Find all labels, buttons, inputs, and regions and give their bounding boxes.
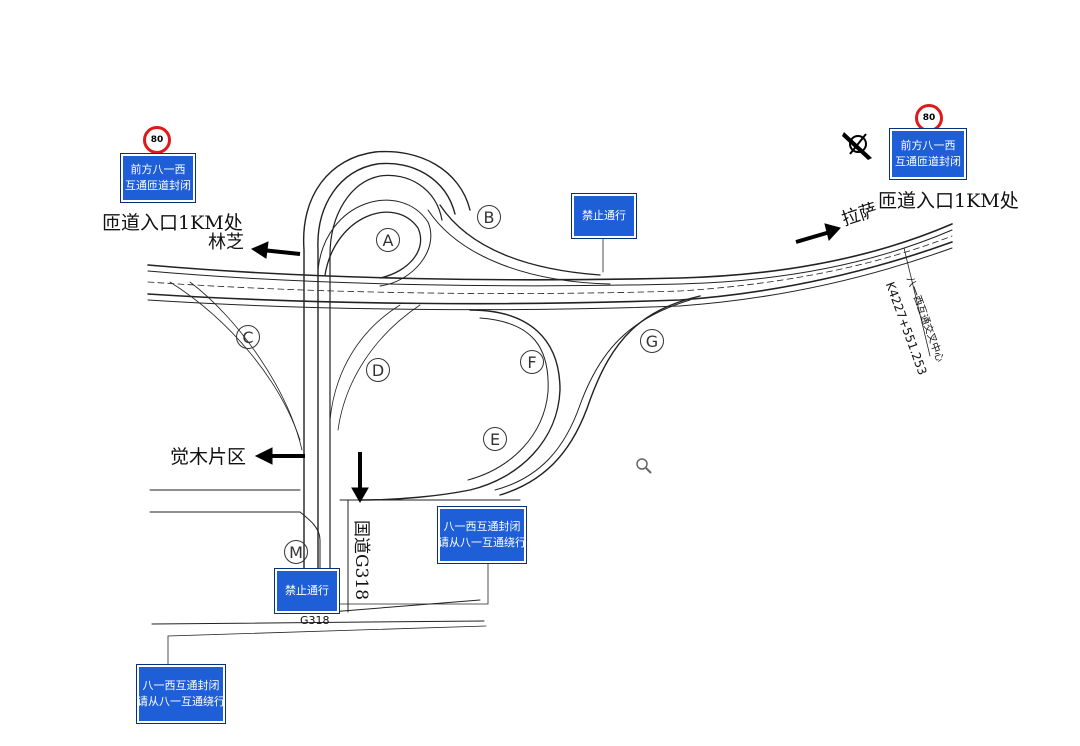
vertical-road — [329, 174, 443, 601]
ramp-f-loop — [467, 317, 549, 481]
sign-line: 请从八一互通绕行 — [438, 536, 526, 549]
sign-leader — [329, 563, 489, 605]
sign-line: 请从八一互通绕行 — [137, 695, 225, 708]
sign-leader — [167, 625, 487, 665]
ramp-g — [499, 295, 701, 496]
north-compass-icon — [842, 132, 872, 160]
speed-limit-sign: 80 — [915, 104, 943, 132]
ramp-b — [439, 204, 601, 276]
sign-line: 前方八一西 — [130, 163, 186, 176]
arrow-down-icon — [351, 487, 369, 504]
speed-limit-sign: 80 — [143, 126, 171, 154]
ramp-label-g: G — [640, 329, 664, 353]
ramp-d — [337, 304, 421, 431]
arrow-left-icon — [254, 447, 273, 465]
mainline-road-edge — [147, 229, 953, 287]
arrow-right-icon — [824, 223, 841, 242]
mainline-road-edge — [147, 247, 953, 311]
sign-line: 前方八一西 — [900, 139, 956, 152]
label-linzhi: 林芝 — [208, 232, 244, 253]
mainline-road — [147, 241, 953, 305]
sign-line: 八一西互通封闭 — [142, 679, 220, 692]
sign-bottom-mid: 禁止通行 — [274, 568, 340, 614]
ramp-d — [329, 304, 401, 421]
mainline-centerline — [147, 235, 953, 294]
label-juemu: 觉木片区 — [170, 446, 247, 468]
ramp-label-d: D — [366, 358, 390, 382]
vertical-road — [317, 162, 456, 601]
lower-road — [329, 599, 481, 613]
sign-bottom-right: 八一西互通封闭 请从八一互通绕行 — [437, 506, 527, 564]
arrow-right-icon — [795, 230, 831, 244]
g318-road — [151, 620, 485, 625]
sign-bottom-left: 八一西互通封闭 请从八一互通绕行 — [136, 664, 226, 724]
ramp-f-loop — [359, 309, 561, 501]
ramp-label-a: A — [376, 228, 400, 252]
arrow-left-icon — [261, 248, 301, 256]
sign-line: 八一西互通封闭 — [443, 520, 521, 533]
ramp-a-loop — [317, 199, 432, 287]
g318-road — [299, 511, 321, 601]
ramp-label-e: E — [483, 427, 507, 451]
sign-line: 互通匝道封闭 — [895, 155, 961, 168]
ramp-a-loop — [324, 211, 422, 279]
ramp-c — [189, 281, 303, 451]
ramp-c — [169, 281, 301, 441]
magnifier-icon[interactable] — [636, 458, 652, 474]
ramp-g — [494, 299, 691, 491]
arrow-left-icon — [250, 241, 269, 259]
sign-right-top: 前方八一西 互通匝道封闭 — [889, 128, 967, 180]
sign-left-top: 前方八一西 互通匝道封闭 — [120, 153, 196, 203]
ramp-label-m: M — [284, 540, 308, 564]
ramp-label-b: B — [477, 205, 501, 229]
ramp-b — [427, 209, 611, 285]
ramp-label-f: F — [520, 350, 544, 374]
label-left-1km: 匝道入口1KM处 — [102, 212, 243, 234]
sign-line: 禁止通行 — [285, 584, 329, 597]
ramp-label-c: C — [236, 325, 260, 349]
sign-middle-top: 禁止通行 — [571, 193, 637, 239]
vertical-road — [302, 150, 471, 601]
sign-leader — [903, 247, 931, 357]
label-right-1km: 匝道入口1KM处 — [878, 190, 1019, 212]
sign-line: 互通匝道封闭 — [125, 179, 191, 192]
label-g318: G318 — [300, 614, 330, 627]
label-guodao: 国道G318 — [351, 520, 371, 601]
sign-line: 禁止通行 — [582, 209, 626, 222]
mainline-road — [147, 223, 953, 281]
